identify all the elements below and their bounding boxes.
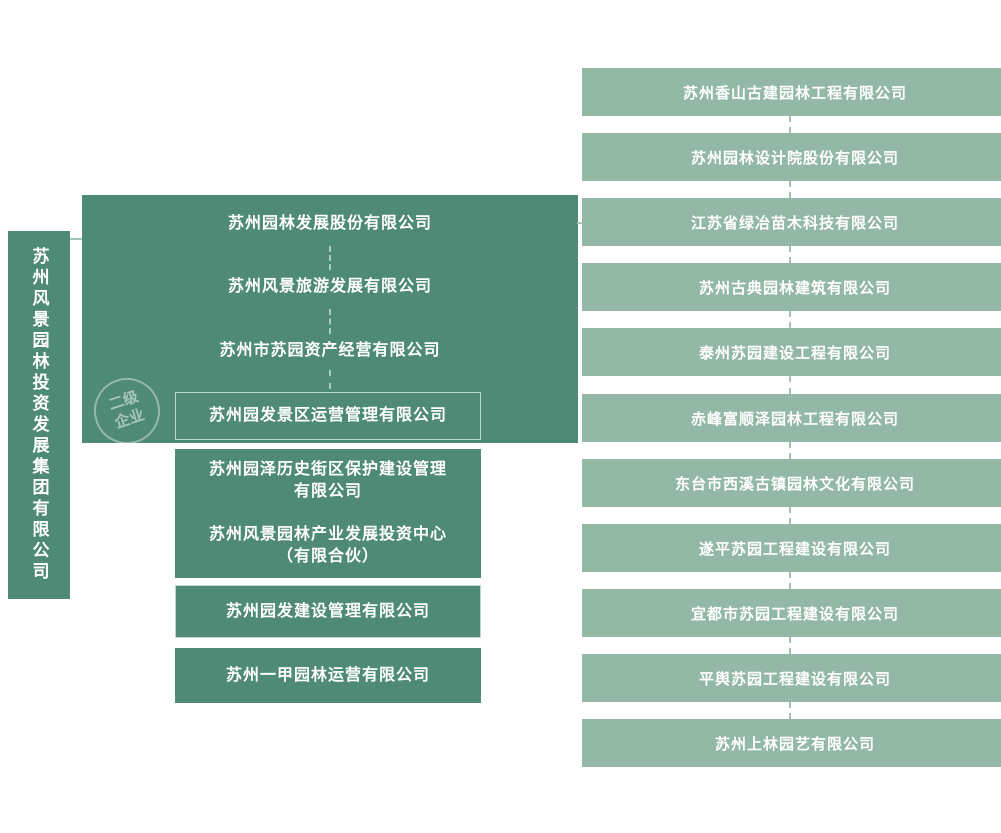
root-company-node: 苏州风景园林投资发展集团有限公司	[8, 231, 70, 599]
connector-tier3	[789, 246, 791, 263]
tier3-node: 苏州香山古建园林工程有限公司	[582, 68, 1001, 116]
tier2-node: 苏州园泽历史街区保护建设管理 有限公司	[175, 449, 481, 513]
tier2-node: 苏州风景旅游发展有限公司	[227, 278, 432, 296]
connector-tier2	[329, 309, 331, 334]
connector-tier3	[789, 442, 791, 459]
tier3-node: 江苏省绿冶苗木科技有限公司	[582, 198, 1001, 246]
tier3-node: 遂平苏园工程建设有限公司	[582, 524, 1001, 572]
tier3-node: 赤峰富顺泽园林工程有限公司	[582, 394, 1001, 442]
connector-root-tier2	[70, 238, 82, 240]
connector-tier3	[789, 572, 791, 589]
tier3-node: 苏州上林园艺有限公司	[582, 719, 1001, 767]
root-company-label: 苏州风景园林投资发展集团有限公司	[29, 247, 49, 583]
connector-tier2	[329, 370, 331, 389]
connector-tier3	[789, 116, 791, 133]
tier2-node: 苏州园发景区运营管理有限公司	[175, 392, 481, 440]
tier2-node: 苏州一甲园林运营有限公司	[175, 648, 481, 703]
connector-tier3	[789, 507, 791, 524]
tier2-watermark-label: 二级企业	[106, 388, 147, 432]
connector-tier3	[789, 702, 791, 719]
tier3-node: 苏州古典园林建筑有限公司	[582, 263, 1001, 311]
tier2-node: 苏州市苏园资产经营有限公司	[219, 342, 441, 360]
connector-tier2-tier3	[577, 222, 583, 224]
tier2-node: 苏州园林发展股份有限公司	[227, 215, 432, 233]
tier3-node: 平舆苏园工程建设有限公司	[582, 654, 1001, 702]
tier3-node: 宜都市苏园工程建设有限公司	[582, 589, 1001, 637]
tier3-node: 东台市西溪古镇园林文化有限公司	[582, 459, 1001, 507]
connector-tier2	[329, 246, 331, 270]
connector-tier3	[789, 181, 791, 198]
tier3-node: 苏州园林设计院股份有限公司	[582, 133, 1001, 181]
connector-tier3	[789, 637, 791, 654]
tier2-node: 苏州风景园林产业发展投资中心 （有限合伙）	[175, 513, 481, 578]
connector-tier3	[789, 376, 791, 394]
connector-tier3	[789, 311, 791, 328]
tier3-node: 泰州苏园建设工程有限公司	[582, 328, 1001, 376]
tier2-node: 苏州园发建设管理有限公司	[175, 585, 481, 638]
